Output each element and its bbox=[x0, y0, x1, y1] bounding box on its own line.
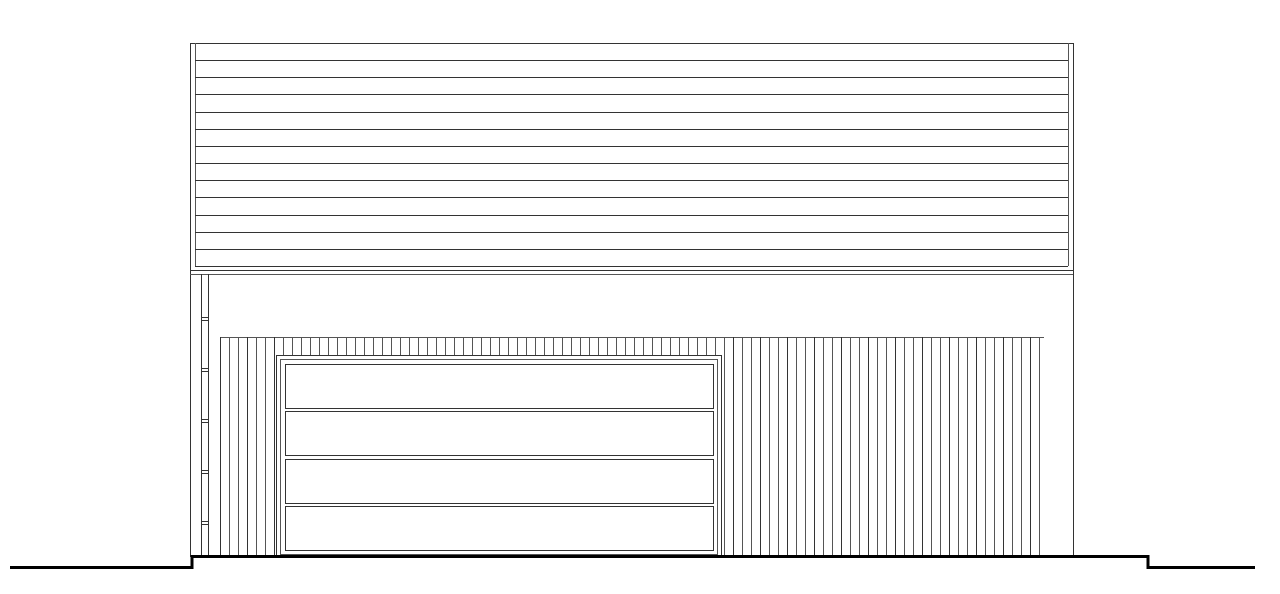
pilaster-ticks bbox=[201, 317, 208, 525]
garage-door-panel bbox=[285, 364, 714, 409]
vertical-siding bbox=[220, 337, 1044, 557]
garage-door bbox=[276, 355, 722, 557]
ground-line bbox=[10, 555, 1255, 569]
garage-door-panel bbox=[285, 506, 714, 551]
vertical-boards bbox=[220, 337, 1040, 557]
corner-pilaster bbox=[201, 274, 209, 557]
upper-wall bbox=[190, 43, 1074, 271]
garage-door-frame-inner bbox=[280, 359, 718, 555]
upper-wall-outline bbox=[190, 43, 1074, 271]
lower-wall bbox=[190, 270, 1074, 557]
horizontal-siding bbox=[195, 60, 1068, 267]
garage-door-panels bbox=[285, 364, 714, 551]
garage-door-panel bbox=[285, 459, 714, 504]
garage-door-panel bbox=[285, 411, 714, 456]
